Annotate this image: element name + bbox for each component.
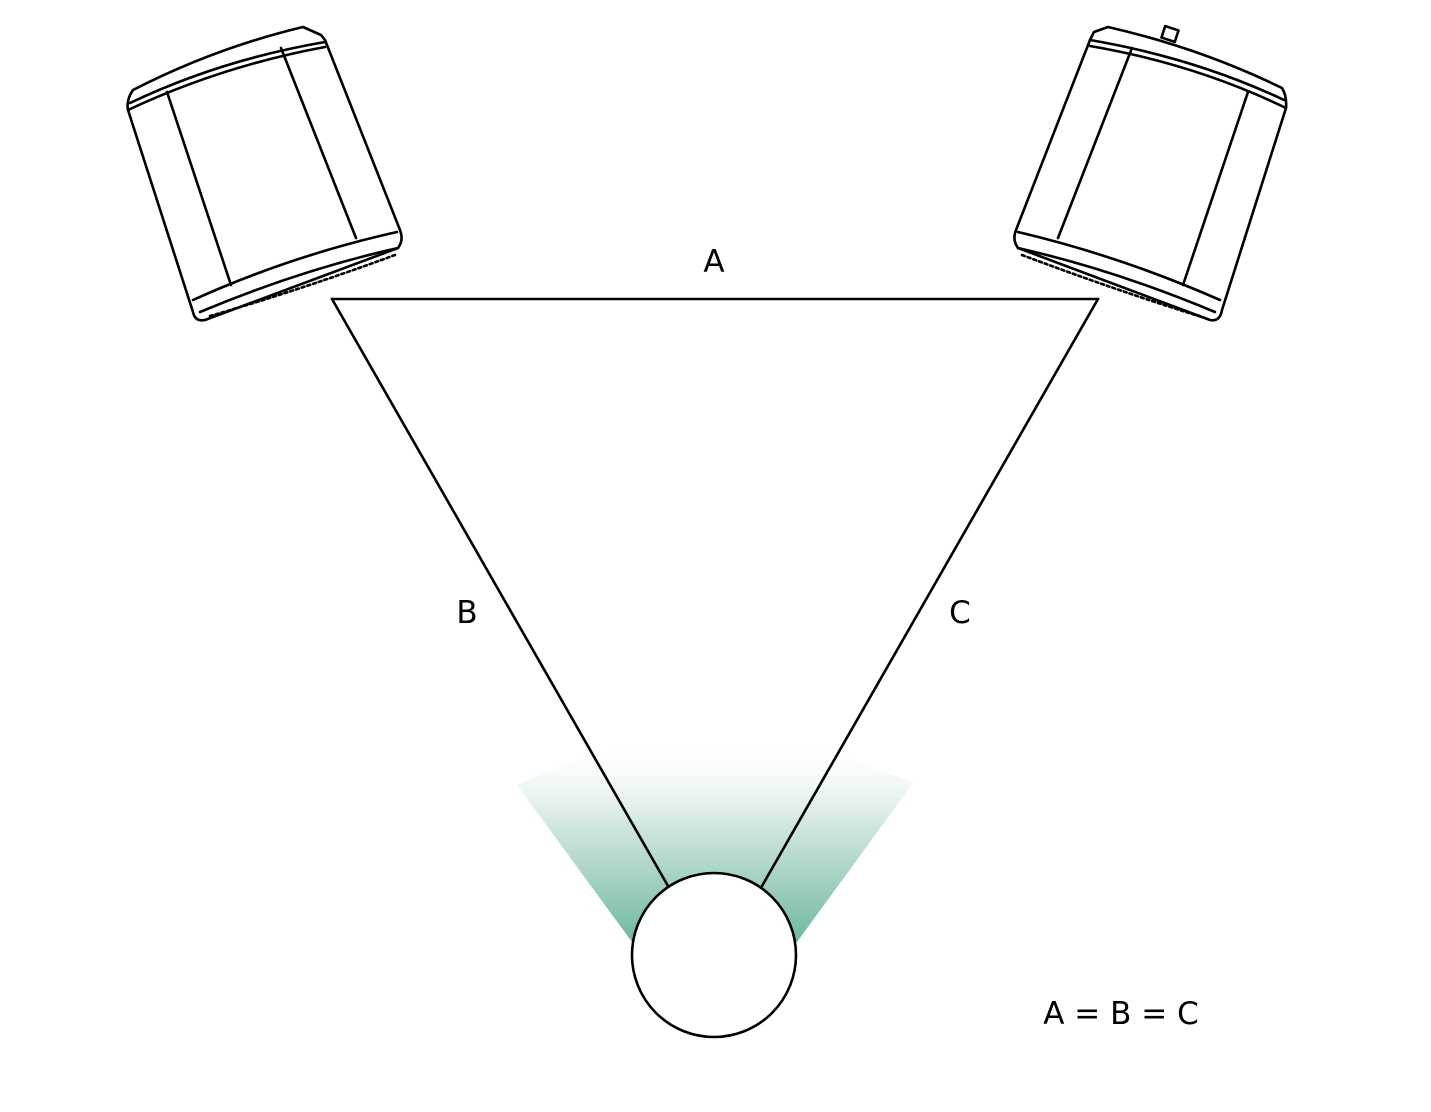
equation-label: A = B = C bbox=[1043, 996, 1198, 1032]
listener-head bbox=[630, 871, 798, 1039]
left-speaker bbox=[126, 25, 403, 322]
label-c: C bbox=[949, 595, 971, 631]
label-b: B bbox=[456, 595, 477, 631]
label-a: A bbox=[703, 244, 724, 280]
triangle-side-c bbox=[760, 297, 1100, 888]
listening-fan bbox=[517, 736, 913, 942]
triangle-side-b bbox=[330, 297, 670, 888]
right-speaker bbox=[1013, 24, 1288, 322]
